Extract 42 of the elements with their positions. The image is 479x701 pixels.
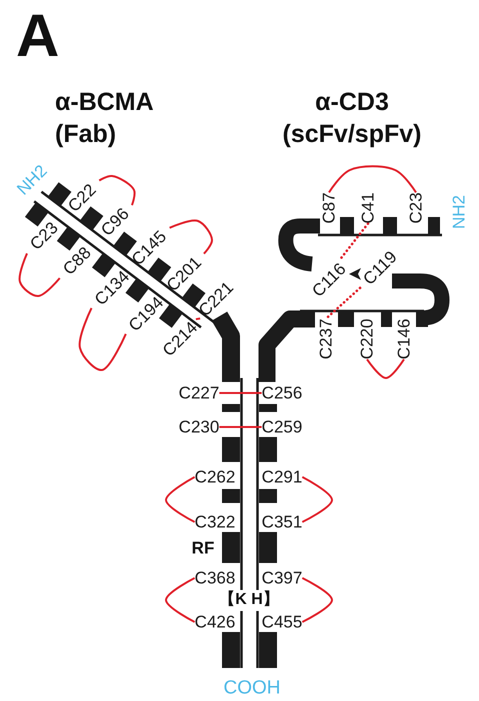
disulfide-bond <box>302 476 333 523</box>
residue-label: C227 <box>178 384 220 402</box>
residue-label: C96 <box>98 205 132 240</box>
residue-label: C259 <box>262 418 302 436</box>
disulfide-bond <box>328 165 417 193</box>
residue-label: C368 <box>194 570 236 586</box>
residue-label: C220 <box>358 318 376 360</box>
terminus-label: NH2 <box>450 195 468 229</box>
disulfide-bond <box>165 476 196 523</box>
disulfide-bond <box>18 253 60 297</box>
residue-label: C88 <box>60 244 94 278</box>
disulfide-bond <box>366 358 405 379</box>
disulfide-bond <box>169 220 213 254</box>
residue-label: C426 <box>194 614 236 630</box>
residue-label: C146 <box>396 318 412 360</box>
disulfide-bond <box>302 577 333 623</box>
residue-label: C455 <box>262 614 302 630</box>
residue-label: C256 <box>262 384 302 402</box>
terminus-label: COOH <box>224 678 280 698</box>
residue-label: C87 <box>320 192 338 224</box>
chain-heading: α-CD3 (scFv/spFv) <box>282 87 422 150</box>
disulfide-bond <box>219 392 262 394</box>
residue-label: C230 <box>178 418 220 436</box>
residue-label: C351 <box>262 514 302 530</box>
residue-label: C291 <box>262 468 302 486</box>
disulfide-bond <box>78 308 127 371</box>
disulfide-bond <box>98 175 136 206</box>
chain-heading: α-BCMA (Fab) <box>55 87 154 150</box>
residue-label: C23 <box>27 219 62 254</box>
residue-label: C322 <box>194 514 236 530</box>
disulfide-bond <box>196 318 200 320</box>
disulfide-bond <box>165 577 196 623</box>
residue-label: C23 <box>408 192 424 224</box>
residue-label: C262 <box>194 468 236 486</box>
residue-label: C41 <box>360 192 376 224</box>
residue-label: C22 <box>65 180 100 215</box>
residue-label: C397 <box>262 570 302 586</box>
disulfide-bond <box>324 286 362 320</box>
disulfide-bond <box>219 426 262 428</box>
region-label: RF <box>192 540 214 556</box>
residue-label: C237 <box>318 318 334 360</box>
panel-letter: A <box>16 6 60 66</box>
